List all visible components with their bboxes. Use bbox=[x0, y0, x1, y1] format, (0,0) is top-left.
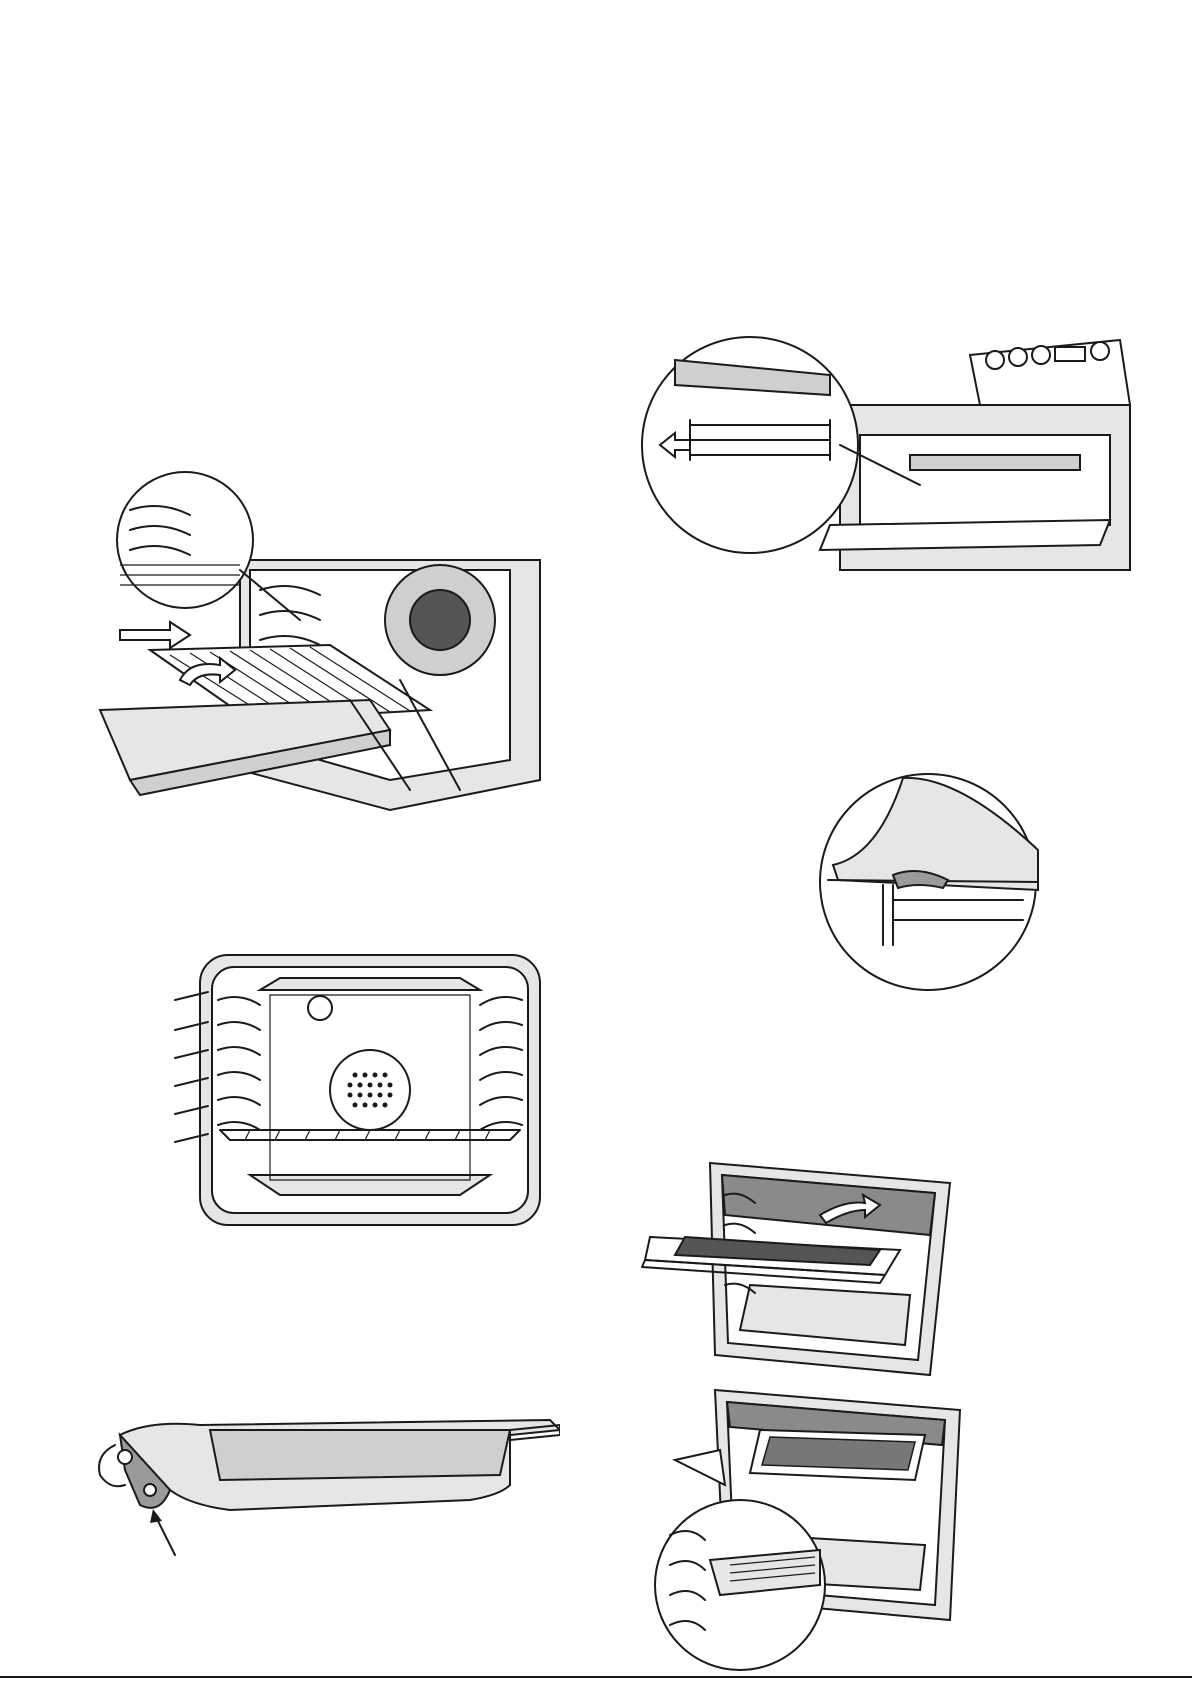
grill-tray-slide-in-illustration bbox=[630, 1155, 970, 1385]
cooker-shelf-stop-detail-illustration bbox=[640, 335, 1140, 575]
shelf-runner-detail-illustration bbox=[808, 770, 1048, 995]
grill-pan-side-illustration bbox=[90, 1395, 560, 1580]
footer-rule bbox=[0, 1676, 1192, 1678]
grill-tray-installed-illustration bbox=[650, 1385, 970, 1675]
shelf-tilt-arrow-icon bbox=[120, 622, 190, 648]
oven-shelf-removal-illustration bbox=[90, 470, 550, 860]
oven-shelf-positions-illustration bbox=[170, 950, 550, 1230]
